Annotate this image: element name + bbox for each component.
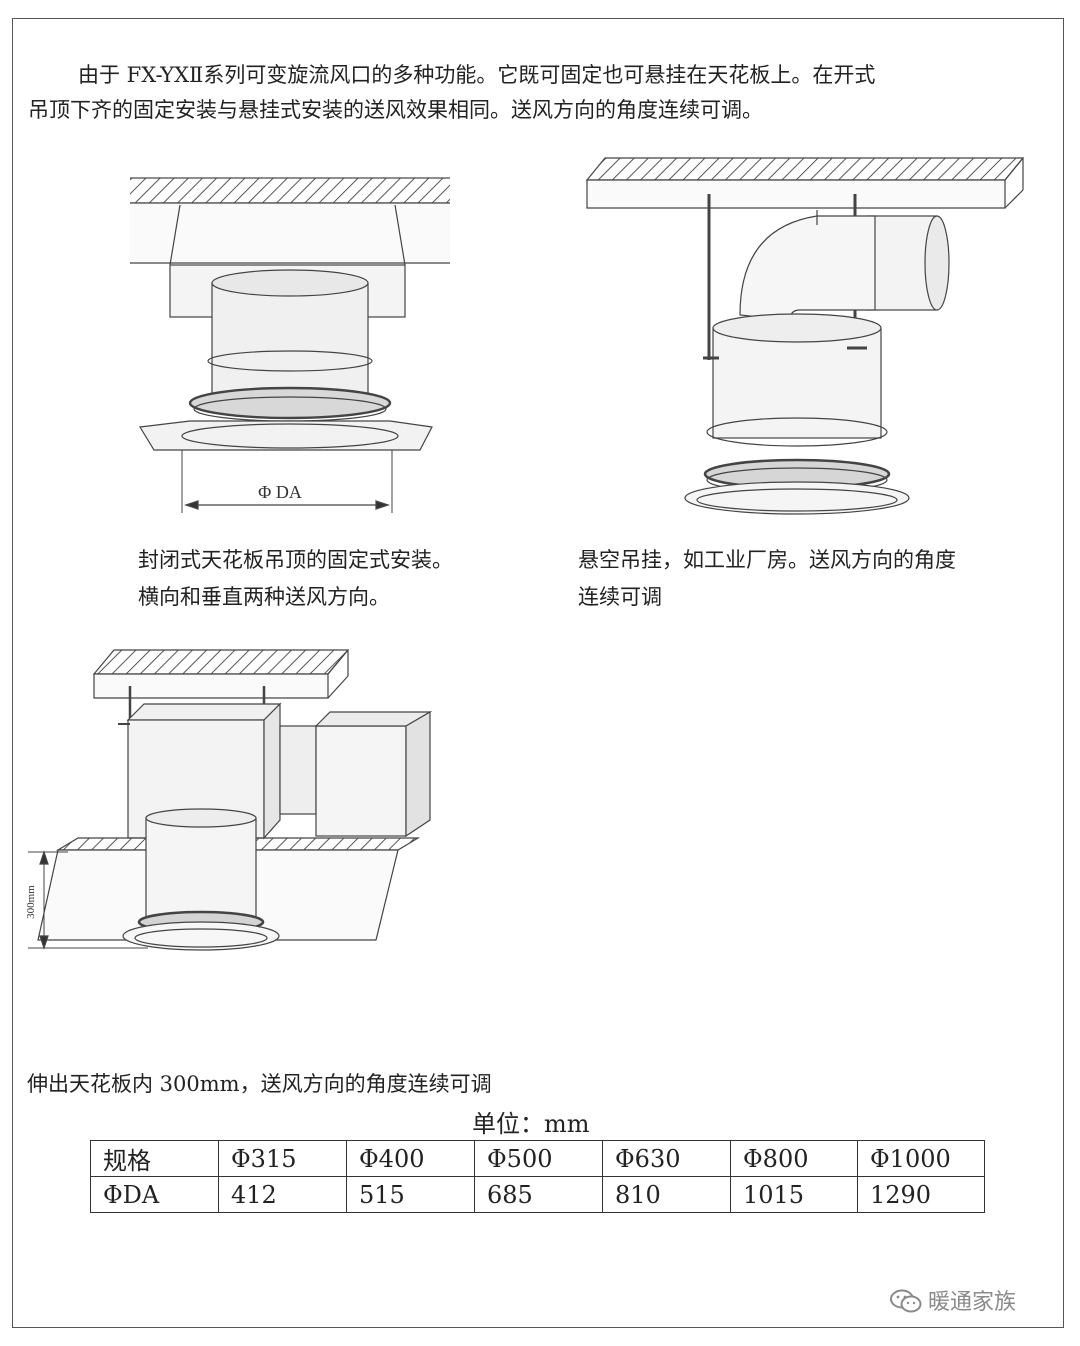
dim-label-da: Φ DA xyxy=(258,482,302,502)
table-cell: Φ315 xyxy=(218,1140,347,1177)
table-row: ΦDA 412 515 685 810 1015 1290 xyxy=(90,1176,985,1213)
table-cell: 1015 xyxy=(730,1176,858,1213)
watermark: 暖通家族 xyxy=(890,1284,1016,1316)
watermark-text: 暖通家族 xyxy=(928,1290,1017,1315)
table-unit-label: 单位：mm xyxy=(472,1110,590,1138)
caption-extended-installation: 伸出天花板内 300mm，送风方向的角度连续可调 xyxy=(27,1072,492,1096)
figure-extended-installation: 300mm xyxy=(25,649,433,951)
table-cell: Φ1000 xyxy=(857,1140,985,1177)
intro-paragraph: 由于 FX-YXⅡ系列可变旋流风口的多种功能。它既可固定也可悬挂在天花板上。在开… xyxy=(28,58,1038,128)
caption-fixed-installation: 封闭式天花板吊顶的固定式安装。 横向和垂直两种送风方向。 xyxy=(138,542,453,616)
table-cell: 1290 xyxy=(857,1176,985,1213)
table-cell: Φ400 xyxy=(346,1140,475,1177)
caption-suspended-line-2: 连续可调 xyxy=(578,585,662,609)
table-cell: ΦDA xyxy=(90,1176,219,1213)
figure-fixed-installation: Φ DA xyxy=(130,177,450,513)
figure-suspended-installation xyxy=(585,157,1025,515)
page-frame xyxy=(12,18,1064,1328)
caption-suspended-line-1: 悬空吊挂，如工业厂房。送风方向的角度 xyxy=(578,548,956,572)
dim-label-300mm: 300mm xyxy=(25,885,37,919)
spec-table: 规格 Φ315 Φ400 Φ500 Φ630 Φ800 Φ1000 ΦDA 41… xyxy=(90,1140,985,1213)
table-cell: 规格 xyxy=(90,1140,219,1177)
intro-line-1: 由于 FX-YXⅡ系列可变旋流风口的多种功能。它既可固定也可悬挂在天花板上。在开… xyxy=(78,63,876,87)
table-row: 规格 Φ315 Φ400 Φ500 Φ630 Φ800 Φ1000 xyxy=(90,1140,985,1177)
table-cell: Φ630 xyxy=(602,1140,731,1177)
caption-fixed-line-1: 封闭式天花板吊顶的固定式安装。 xyxy=(138,548,453,572)
table-cell: 515 xyxy=(346,1176,475,1213)
intro-line-2: 吊顶下齐的固定安装与悬挂式安装的送风效果相同。送风方向的角度连续可调。 xyxy=(28,98,763,122)
table-cell: 685 xyxy=(474,1176,603,1213)
table-cell: 810 xyxy=(602,1176,731,1213)
table-cell: Φ500 xyxy=(474,1140,603,1177)
table-cell: 412 xyxy=(218,1176,347,1213)
caption-suspended-installation: 悬空吊挂，如工业厂房。送风方向的角度 连续可调 xyxy=(578,542,956,616)
caption-fixed-line-2: 横向和垂直两种送风方向。 xyxy=(138,585,390,609)
table-cell: Φ800 xyxy=(730,1140,858,1177)
wechat-icon xyxy=(890,1289,922,1313)
